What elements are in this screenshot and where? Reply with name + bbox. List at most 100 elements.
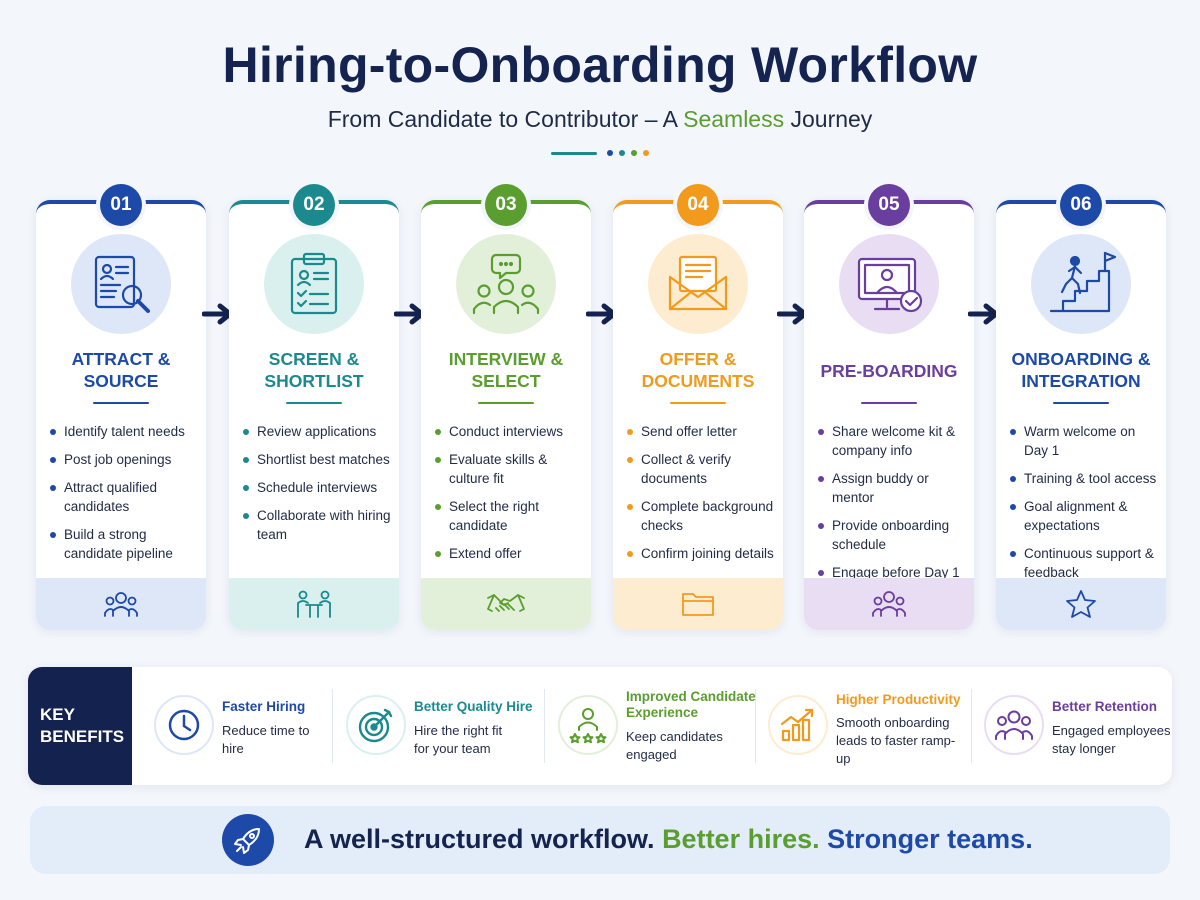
list-item: Share welcome kit & company info bbox=[818, 422, 970, 460]
step-title-line: SELECT bbox=[471, 371, 541, 391]
step-underline bbox=[670, 402, 726, 404]
step-title-line: SOURCE bbox=[83, 371, 159, 391]
people-icon bbox=[104, 592, 138, 617]
footer-banner: A well-structured workflow. Better hires… bbox=[30, 806, 1170, 874]
step-number-badge: 03 bbox=[485, 184, 527, 226]
benefit-icon-wrap bbox=[346, 695, 406, 755]
step-footer bbox=[36, 578, 206, 630]
list-item: Engage before Day 1 bbox=[818, 563, 970, 582]
group-chat-icon bbox=[472, 253, 540, 315]
rocket-icon bbox=[234, 828, 260, 854]
step-number-badge: 04 bbox=[677, 184, 719, 226]
list-item: Select the right candidate bbox=[435, 497, 587, 535]
divider-dot bbox=[631, 150, 637, 156]
rocket-icon-wrap bbox=[222, 814, 274, 866]
step-icon-wrap bbox=[456, 234, 556, 334]
list-item: Evaluate skills & culture fit bbox=[435, 450, 587, 488]
step-underline bbox=[478, 402, 534, 404]
target-icon bbox=[358, 708, 393, 743]
step-items: Identify talent needs Post job openings … bbox=[50, 422, 202, 572]
step-title-line: OFFER & bbox=[659, 349, 737, 369]
growth-chart-icon bbox=[780, 708, 814, 742]
step-title-line: ONBOARDING & bbox=[1011, 349, 1151, 369]
team-icon bbox=[872, 591, 906, 617]
step-title-line: PRE-BOARDING bbox=[820, 361, 958, 381]
divider-dot bbox=[619, 150, 625, 156]
benefit-title: Faster Hiring bbox=[222, 699, 306, 714]
benefit-description: Engaged employees stay longer bbox=[1052, 723, 1171, 756]
benefit-description: Reduce time to hire bbox=[222, 723, 310, 756]
step-footer bbox=[804, 578, 974, 630]
list-item: Complete background checks bbox=[627, 497, 779, 535]
benefit-description: Smooth onboarding leads to faster ramp-u… bbox=[836, 715, 956, 766]
benefit-divider bbox=[544, 689, 545, 763]
clock-icon bbox=[168, 709, 200, 741]
step-items: Warm welcome on Day 1 Training & tool ac… bbox=[1010, 422, 1162, 591]
step-items: Send offer letter Collect & verify docum… bbox=[627, 422, 779, 572]
step-number-badge: 06 bbox=[1060, 184, 1102, 226]
benefit-divider bbox=[332, 689, 333, 763]
resume-search-icon bbox=[94, 255, 150, 313]
star-icon bbox=[1066, 590, 1096, 618]
clipboard-checklist-icon bbox=[290, 252, 338, 315]
list-item: Confirm joining details bbox=[627, 544, 779, 563]
benefit-title: Improved Candidate Experience bbox=[626, 689, 756, 720]
step-footer bbox=[421, 578, 591, 630]
step-title: ONBOARDING &INTEGRATION bbox=[1002, 348, 1160, 392]
benefit-description: Keep candidates engaged bbox=[626, 729, 723, 762]
subtitle-text-start: From Candidate to Contributor – A bbox=[327, 106, 684, 132]
handshake-icon bbox=[487, 594, 525, 612]
step-icon-wrap bbox=[839, 234, 939, 334]
step-icon-wrap bbox=[1031, 234, 1131, 334]
folder-icon bbox=[682, 593, 714, 616]
benefit-icon-wrap bbox=[558, 695, 618, 755]
step-card-interview-select: INTERVIEW &SELECT Conduct interviews Eva… bbox=[421, 200, 591, 630]
list-item: Build a strong candidate pipeline bbox=[50, 525, 202, 563]
step-number-badge: 02 bbox=[293, 184, 335, 226]
divider-line bbox=[551, 151, 597, 155]
tagline-part-2: Better hires. bbox=[662, 824, 820, 854]
step-underline bbox=[1053, 402, 1109, 404]
step-underline bbox=[861, 402, 917, 404]
benefits-label-line: KEY bbox=[40, 705, 75, 724]
benefit-title: Better Retention bbox=[1052, 699, 1158, 714]
user-stars-icon bbox=[569, 708, 607, 744]
step-footer bbox=[613, 578, 783, 630]
list-item: Extend offer bbox=[435, 544, 587, 563]
page-title: Hiring-to-Onboarding Workflow bbox=[222, 37, 978, 93]
step-footer bbox=[996, 578, 1166, 630]
step-title: PRE-BOARDING bbox=[810, 360, 968, 382]
list-item: Identify talent needs bbox=[50, 422, 202, 441]
list-item: Conduct interviews bbox=[435, 422, 587, 441]
list-item: Collect & verify documents bbox=[627, 450, 779, 488]
step-title: INTERVIEW &SELECT bbox=[427, 348, 585, 392]
step-icon-wrap bbox=[71, 234, 171, 334]
step-title-line: DOCUMENTS bbox=[641, 371, 755, 391]
step-underline bbox=[286, 402, 342, 404]
step-items: Conduct interviews Evaluate skills & cul… bbox=[435, 422, 587, 572]
step-icon-wrap bbox=[264, 234, 364, 334]
meeting-table-icon bbox=[297, 590, 331, 618]
list-item: Assign buddy or mentor bbox=[818, 469, 970, 507]
title-divider bbox=[0, 150, 1200, 156]
stairs-flag-icon bbox=[1049, 251, 1117, 313]
benefit-title: Higher Productivity bbox=[836, 692, 961, 707]
step-title: ATTRACT &SOURCE bbox=[42, 348, 200, 392]
tagline-part-1: A well-structured workflow. bbox=[304, 824, 655, 854]
monitor-check-icon bbox=[857, 257, 923, 313]
divider-dot bbox=[607, 150, 613, 156]
benefit-description: Hire the right fit for your team bbox=[414, 723, 503, 756]
list-item: Attract qualified candidates bbox=[50, 478, 202, 516]
step-card-attract-source: ATTRACT &SOURCE Identify talent needs Po… bbox=[36, 200, 206, 630]
benefit-title: Better Quality Hire bbox=[414, 699, 533, 714]
benefit-icon-wrap bbox=[768, 695, 828, 755]
footer-tagline: A well-structured workflow. Better hires… bbox=[304, 824, 1033, 855]
benefit-icon-wrap bbox=[984, 695, 1044, 755]
step-icon-wrap bbox=[648, 234, 748, 334]
list-item: Shortlist best matches bbox=[243, 450, 395, 469]
workflow-steps: ATTRACT &SOURCE Identify talent needs Po… bbox=[0, 184, 1200, 649]
step-title-line: SCREEN & bbox=[268, 349, 360, 369]
list-item: Collaborate with hiring team bbox=[243, 506, 395, 544]
step-items: Review applications Shortlist best match… bbox=[243, 422, 395, 553]
step-card-offer-documents: OFFER &DOCUMENTS Send offer letter Colle… bbox=[613, 200, 783, 630]
